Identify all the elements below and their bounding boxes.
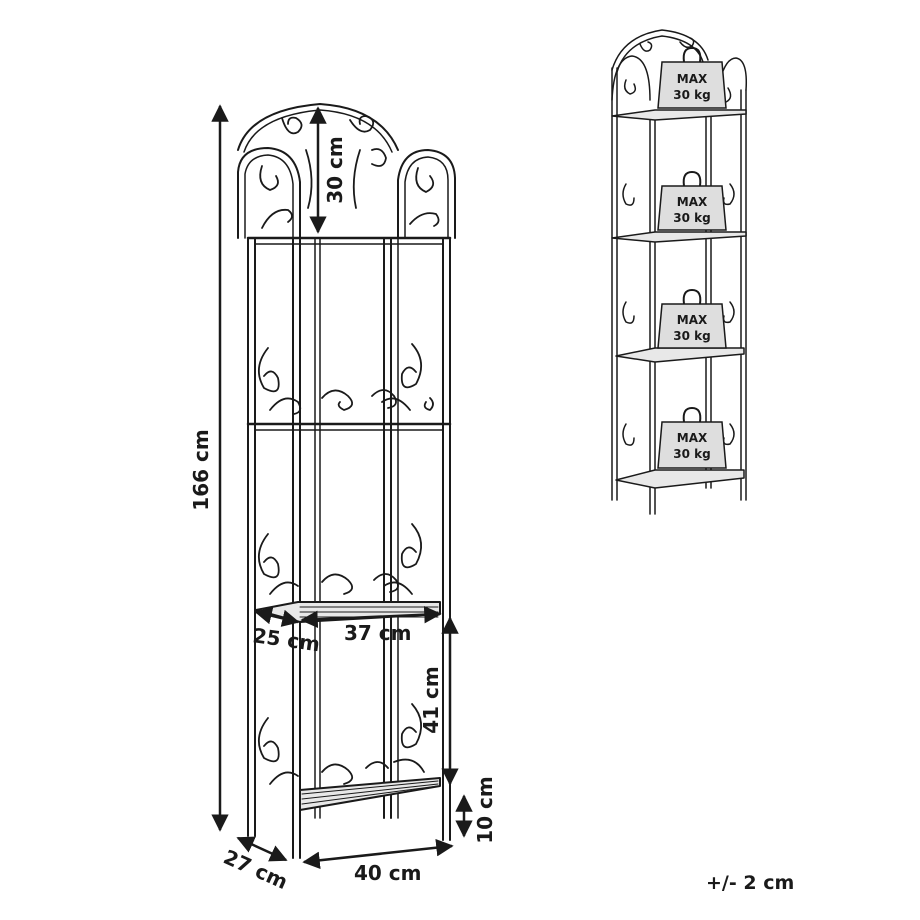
dim-base-depth-line <box>236 836 288 862</box>
label-shelf-spacing: 41 cm <box>419 666 443 734</box>
label-base-depth: 27 cm <box>220 845 291 894</box>
main-shelf-unit <box>237 103 456 859</box>
dim-base-width-line <box>302 838 454 870</box>
weight-3: MAX 30 kg <box>657 288 727 349</box>
right-side-arch <box>397 149 456 239</box>
weight-2-kg: 30 kg <box>673 211 710 225</box>
label-base-width: 40 cm <box>354 861 422 885</box>
label-shelf-width: 37 cm <box>344 621 412 645</box>
weight-1-kg: 30 kg <box>673 88 710 102</box>
weight-1-max: MAX <box>677 72 708 86</box>
dim-shelf-depth-line <box>254 607 300 627</box>
weight-2-max: MAX <box>677 195 708 209</box>
label-top-arch: 30 cm <box>323 136 347 204</box>
label-shelf-depth: 25 cm <box>251 623 321 656</box>
weight-1: MAX 30 kg <box>657 46 727 109</box>
dimension-labels: 166 cm 30 cm 25 cm 37 cm 41 cm 10 cm 27 … <box>189 136 497 894</box>
shelf-4 <box>299 777 441 811</box>
dim-shelf-width-line <box>300 605 442 629</box>
tolerance-note: +/- 2 cm <box>706 872 795 894</box>
weight-4: MAX 30 kg <box>657 406 727 469</box>
weight-4-max: MAX <box>677 431 708 445</box>
weight-4-kg: 30 kg <box>673 447 710 461</box>
weight-3-kg: 30 kg <box>673 329 710 343</box>
weight-2: MAX 30 kg <box>657 170 727 231</box>
left-side-arch <box>237 147 301 239</box>
weight-3-max: MAX <box>677 313 708 327</box>
dimension-lines <box>211 104 473 870</box>
shelf-1 <box>246 236 452 245</box>
shelf-2 <box>246 422 452 431</box>
label-total-height: 166 cm <box>189 429 213 510</box>
top-arch <box>237 103 399 151</box>
label-foot-height: 10 cm <box>473 776 497 844</box>
